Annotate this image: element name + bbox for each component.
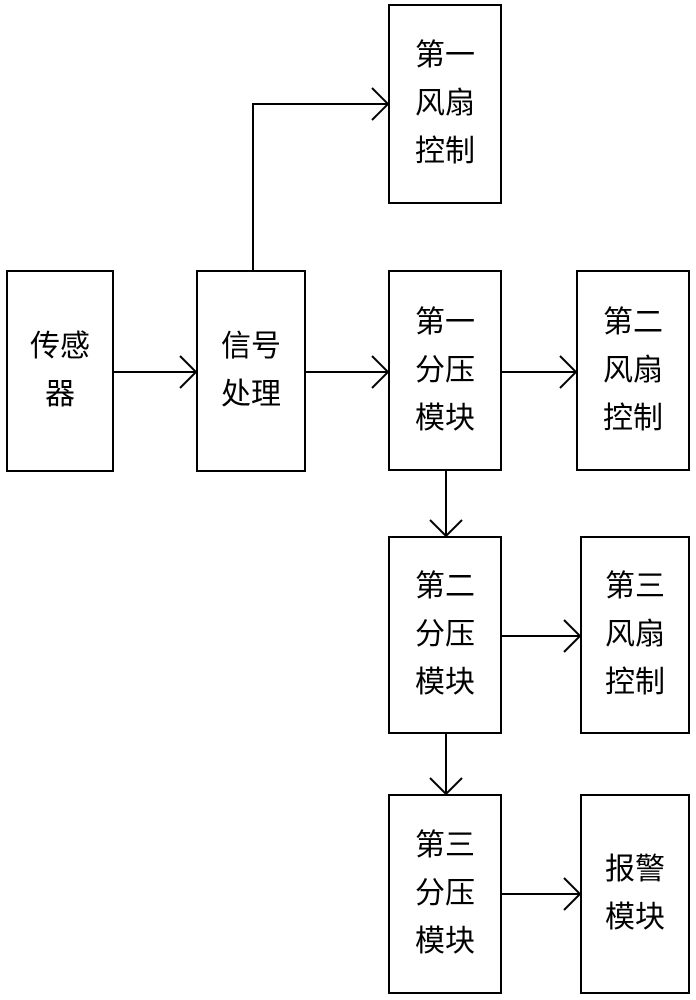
sensor-label: 传感 器 (30, 329, 90, 412)
divider2-box: 第二 分压 模块 (388, 536, 502, 734)
arrow-divider3-to-alarm (502, 877, 582, 911)
divider3-label: 第三 分压 模块 (415, 828, 475, 959)
fan3-control-label: 第三 风扇 控制 (605, 569, 665, 700)
arrow-divider1-to-divider2 (429, 471, 463, 538)
divider1-label: 第一 分压 模块 (415, 304, 475, 436)
arrow-divider1-to-fan2 (502, 355, 578, 389)
divider3-box: 第三 分压 模块 (388, 794, 502, 994)
arrow-sensor-to-signal (114, 355, 198, 389)
arrow-signal-to-divider1 (306, 355, 390, 389)
alarm-label: 报警 模块 (605, 852, 665, 935)
arrow-divider2-to-fan3 (502, 619, 582, 653)
fan2-control-label: 第二 风扇 控制 (603, 304, 663, 436)
signal-processing-box: 信号 处理 (196, 270, 306, 472)
fan1-control-label: 第一 风扇 控制 (415, 38, 475, 169)
divider2-label: 第二 分压 模块 (415, 569, 475, 700)
alarm-box: 报警 模块 (580, 794, 690, 994)
arrow-divider2-to-divider3 (429, 734, 463, 796)
fan2-control-box: 第二 风扇 控制 (576, 270, 690, 471)
fan1-control-box: 第一 风扇 控制 (388, 4, 502, 204)
sensor-box: 传感 器 (6, 270, 114, 472)
signal-processing-label: 信号 处理 (221, 329, 281, 412)
divider1-box: 第一 分压 模块 (388, 270, 502, 471)
arrow-signal-to-fan1 (252, 87, 390, 270)
fan3-control-box: 第三 风扇 控制 (580, 536, 690, 734)
